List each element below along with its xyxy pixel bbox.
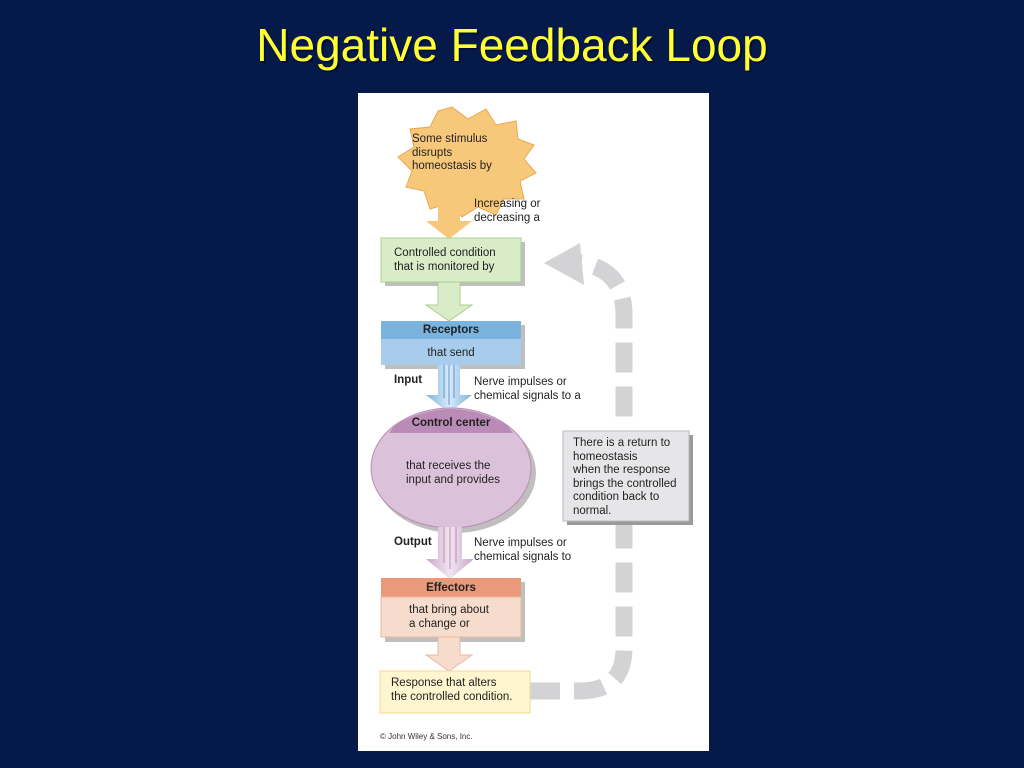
increasing-text: Increasing or decreasing a [474,198,541,224]
output-label: Output [394,536,432,548]
receptors-header-bg [381,321,521,339]
receptors-header: Receptors [422,324,480,336]
return-arrowhead [544,243,584,285]
effectors-body: that bring about a change or [409,604,489,630]
effectors-body-bg [380,596,522,638]
controlled-condition-text: Controlled condition that is monitored b… [394,247,496,273]
stimulus-text: Some stimulus disrupts homeostasis by [412,133,492,172]
input-label: Input [394,374,423,386]
controlled-condition-box [380,237,522,283]
slide-title: Negative Feedback Loop [256,19,768,71]
output-signals-text: Nerve impulses or chemical signals to [474,537,572,563]
stimulus-burst [397,106,537,218]
diagram-panel: Some stimulus disrupts homeostasis by In… [358,93,709,751]
response-text: Response that alters the controlled cond… [391,677,513,703]
return-note-box [562,430,690,522]
control-center-header: Control center [411,417,491,429]
diagram-graphics [370,106,693,714]
receptors-body-bg [381,339,521,365]
arrow-effectors [424,636,474,672]
input-signals-text: Nerve impulses or chemical signals to a [474,376,581,402]
receptors-body: that send [427,347,475,359]
control-center-header-bg [389,409,513,433]
effectors-header: Effectors [426,582,476,594]
control-center-body: that receives the input and provides [406,460,500,486]
return-note-text: There is a return to homeostasis when th… [573,437,677,517]
copyright-text: © John Wiley & Sons, Inc. [380,732,473,741]
response-box [379,670,531,714]
arrow-controlled [424,281,474,322]
effectors-header-bg [381,578,521,597]
arrow-stimulus [426,193,472,239]
